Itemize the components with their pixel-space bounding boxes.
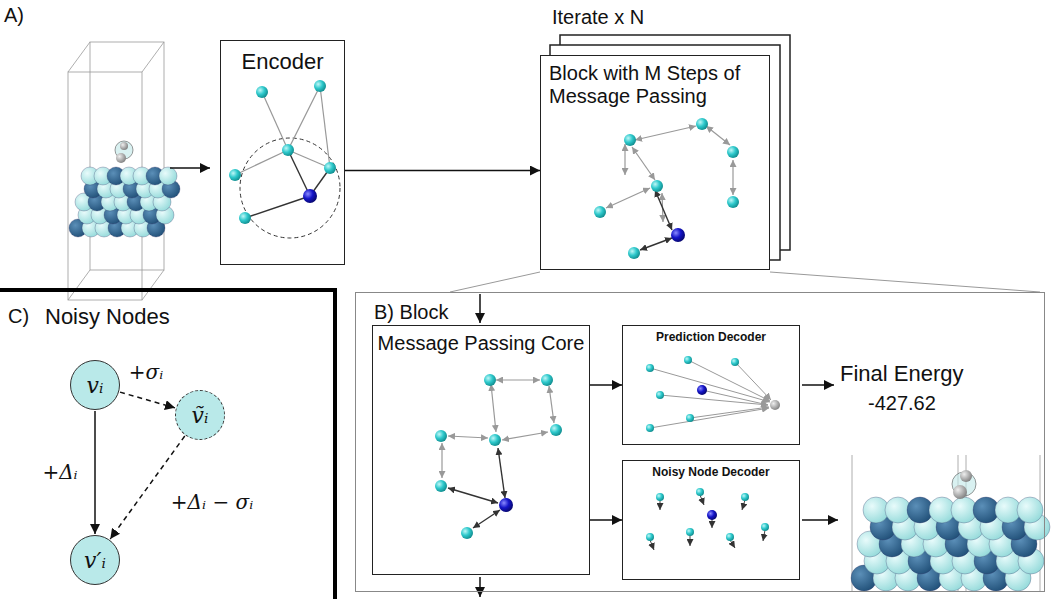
edge-label: +σᵢ	[127, 360, 165, 384]
connector	[345, 170, 540, 172]
label-text: A)	[4, 4, 24, 27]
process-box: Noisy Node Decoder	[622, 460, 800, 580]
box-title: Block with M Steps of Message Passing	[549, 62, 761, 108]
panel-border	[0, 290, 337, 599]
label-text: C)	[8, 305, 29, 328]
flow-arrow	[170, 167, 210, 169]
graph-figure	[594, 118, 739, 259]
flow-arrow	[479, 577, 481, 597]
box-title: B) Block	[374, 301, 1026, 324]
box-title: Prediction Decoder	[627, 330, 795, 344]
node-circle: v′ᵢ	[70, 535, 120, 585]
node-symbol: ṽᵢ	[192, 403, 209, 428]
adsorbate	[115, 141, 133, 163]
adsorbate	[952, 470, 976, 499]
stacked-frames	[550, 35, 790, 260]
box-title: Encoder	[225, 49, 340, 75]
process-box: B) BlockMessage Passing Core Prediction D…	[355, 292, 1045, 592]
displacement-figure	[646, 488, 769, 550]
crystal-slab	[69, 167, 180, 237]
flow-arrow	[802, 384, 834, 386]
connector	[120, 392, 175, 408]
connector	[110, 436, 185, 539]
box-title: Noisy Node Decoder	[627, 465, 795, 479]
flow-arrow	[802, 519, 838, 521]
connector	[590, 519, 622, 521]
label-text: Noisy Nodes	[45, 304, 170, 330]
node-symbol: v′ᵢ	[84, 548, 106, 573]
connector	[590, 384, 622, 386]
process-box: Encoder	[220, 40, 345, 265]
box-title: Message Passing Core	[377, 332, 585, 355]
edge-label: +Δᵢ − σᵢ	[169, 490, 255, 514]
zoom-line	[450, 272, 1040, 292]
graph-figure	[229, 80, 340, 238]
edge-label: +Δᵢ	[40, 460, 79, 484]
label-text: -427.62	[868, 392, 936, 415]
unit-cell	[852, 455, 1040, 592]
node-circle: vᵢ	[70, 360, 120, 410]
label-text: Iterate x N	[552, 6, 644, 29]
process-box: Block with M Steps of Message Passing	[540, 55, 770, 270]
node-circle: ṽᵢ	[175, 390, 225, 440]
label-text: Final Energy	[840, 361, 964, 387]
readout-figure	[646, 356, 780, 432]
node-symbol: vᵢ	[87, 373, 104, 398]
connector	[94, 411, 96, 534]
process-box: Message Passing Core	[372, 325, 590, 575]
crystal-slab	[851, 497, 1050, 591]
graph-figure	[435, 374, 562, 539]
flow-arrow	[479, 294, 481, 323]
unit-cell	[68, 42, 164, 300]
process-box: Prediction Decoder	[622, 325, 800, 445]
